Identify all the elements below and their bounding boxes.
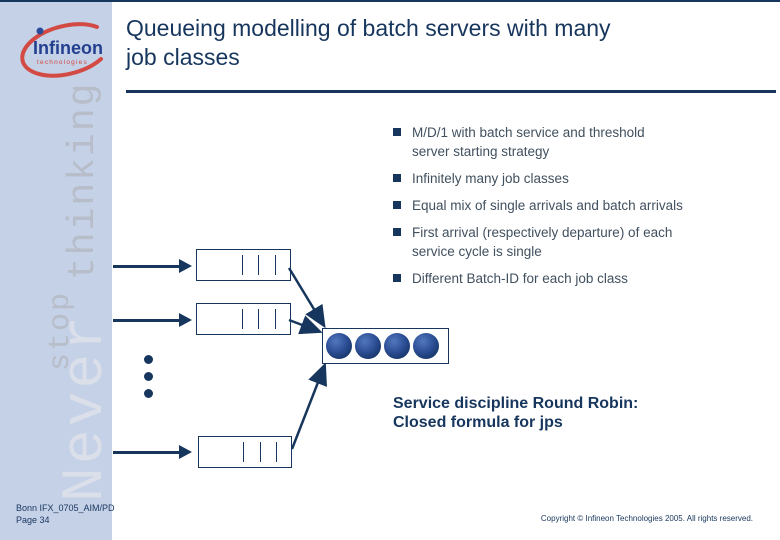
queue-slot-divider bbox=[275, 309, 277, 329]
bullet-text: Equal mix of single arrivals and batch a… bbox=[412, 198, 683, 213]
job-ball-icon bbox=[413, 333, 439, 359]
logo-dot-icon bbox=[36, 27, 44, 35]
slogan-thinking: thinking bbox=[62, 81, 105, 280]
footer-left: Bonn IFX_0705_AIM/PD Page 34 bbox=[16, 502, 115, 526]
arrow-shaft bbox=[113, 318, 180, 322]
bullet-list: M/D/1 with batch service and threshold s… bbox=[393, 123, 685, 296]
arrival-arrow-icon bbox=[113, 259, 192, 273]
bullet-text: First arrival (respectively departure) o… bbox=[412, 225, 673, 259]
bullet-text: M/D/1 with batch service and threshold s… bbox=[412, 125, 645, 159]
arrow-head-icon bbox=[179, 313, 192, 327]
connector-arrow-icon bbox=[287, 267, 326, 329]
logo-swoosh-icon bbox=[20, 22, 103, 78]
caption-line-1: Service discipline Round Robin: bbox=[393, 395, 639, 412]
ellipsis-dot-icon bbox=[144, 389, 153, 398]
bullet-item: Different Batch-ID for each job class bbox=[393, 269, 685, 288]
bullet-square-icon bbox=[393, 201, 401, 209]
ellipsis-dot-icon bbox=[144, 372, 153, 381]
arrow-head-icon bbox=[179, 259, 192, 273]
bullet-text: Infinitely many job classes bbox=[412, 171, 569, 186]
job-ball-icon bbox=[384, 333, 410, 359]
bullet-item: First arrival (respectively departure) o… bbox=[393, 223, 685, 261]
arrival-arrow-icon bbox=[113, 313, 192, 327]
bullet-item: Equal mix of single arrivals and batch a… bbox=[393, 196, 685, 215]
queue-slot-divider bbox=[258, 255, 260, 275]
server-box bbox=[322, 328, 449, 364]
title-line-2: job classes bbox=[126, 44, 240, 70]
queue-slot-divider bbox=[259, 442, 261, 462]
page-title: Queueing modelling of batch servers with… bbox=[126, 14, 766, 72]
arrival-arrow-icon bbox=[113, 445, 192, 459]
slide-top-border bbox=[0, 0, 780, 2]
logo-brand-text: Infineon bbox=[33, 38, 103, 58]
connector-arrow-icon bbox=[288, 315, 323, 335]
bullet-square-icon bbox=[393, 274, 401, 282]
bullet-square-icon bbox=[393, 174, 401, 182]
arrow-head-icon bbox=[179, 445, 192, 459]
diagram-caption: Service discipline Round Robin: Closed f… bbox=[393, 394, 638, 432]
connector-arrow-icon bbox=[290, 362, 327, 450]
logo-sub-text: technologies bbox=[37, 59, 88, 66]
job-ball-icon bbox=[326, 333, 352, 359]
queue-slot-divider bbox=[258, 309, 260, 329]
bullet-square-icon bbox=[393, 128, 401, 136]
ellipsis-dot-icon bbox=[144, 355, 153, 364]
queue-slot-divider bbox=[276, 442, 278, 462]
job-ball-icon bbox=[355, 333, 381, 359]
page-number: Page 34 bbox=[16, 515, 50, 525]
bullet-item: Infinitely many job classes bbox=[393, 169, 685, 188]
caption-line-2: Closed formula for jps bbox=[393, 414, 563, 431]
bullet-text: Different Batch-ID for each job class bbox=[412, 271, 628, 286]
queue-slot-divider bbox=[275, 255, 277, 275]
sidebar: Infineon technologies thinking stop Neve… bbox=[0, 0, 112, 540]
slogan-never: Never bbox=[54, 312, 112, 502]
doc-reference: Bonn IFX_0705_AIM/PD bbox=[16, 503, 115, 513]
queue-slot-divider bbox=[241, 309, 243, 329]
bullet-square-icon bbox=[393, 228, 401, 236]
arrow-shaft bbox=[113, 450, 180, 454]
queue-box bbox=[196, 303, 291, 335]
queue-slot-divider bbox=[243, 442, 245, 462]
bullet-item: M/D/1 with batch service and threshold s… bbox=[393, 123, 685, 161]
queue-slot-divider bbox=[241, 255, 243, 275]
queue-box bbox=[198, 436, 292, 468]
title-divider bbox=[126, 90, 776, 93]
queue-box bbox=[196, 249, 291, 281]
title-line-1: Queueing modelling of batch servers with… bbox=[126, 15, 611, 41]
arrow-shaft bbox=[113, 264, 180, 268]
infineon-logo-icon: Infineon technologies bbox=[20, 22, 103, 78]
copyright-notice: Copyright © Infineon Technologies 2005. … bbox=[540, 514, 753, 523]
